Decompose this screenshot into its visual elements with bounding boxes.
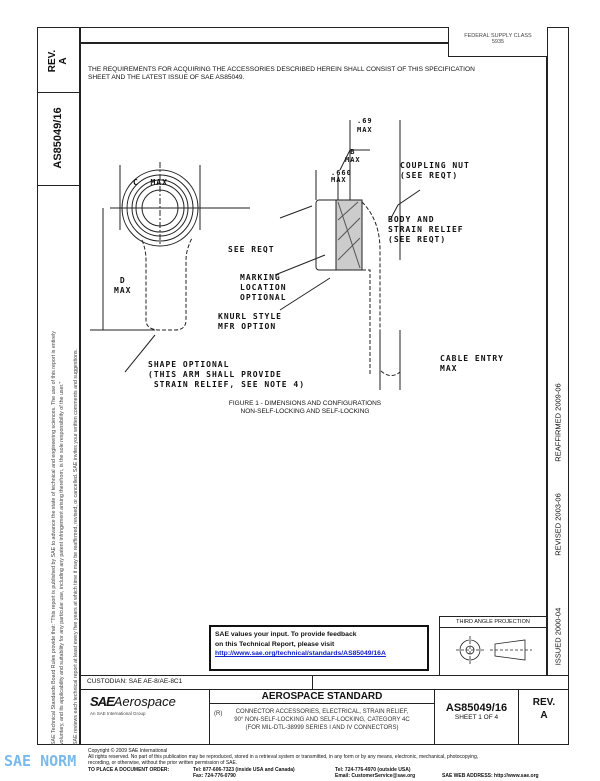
federal-supply-label: FEDERAL SUPPLY CLASS <box>464 33 532 39</box>
federal-supply-value: 5935 <box>491 39 505 45</box>
label-coupling-nut: COUPLING NUT (SEE REQT) <box>400 161 470 180</box>
feedback-line-1: SAE values your input. To provide feedba… <box>215 631 357 638</box>
copyright: Copyright © 2009 SAE International <box>88 748 168 754</box>
dim-660-value: .660 <box>331 169 352 177</box>
label-knurl-style: KNURL STYLE MFR OPTION <box>218 312 282 331</box>
side-number-box <box>37 93 80 186</box>
intro-text: THE REQUIREMENTS FOR ACQUIRING THE ACCES… <box>88 66 475 81</box>
dim-b-max: MAX <box>345 156 361 164</box>
dim-660: .660 MAX <box>331 170 352 184</box>
order-label: TO PLACE A DOCUMENT ORDER: <box>88 766 170 773</box>
revision-mark: (R) <box>214 711 223 717</box>
doc-number: AS85049/16 <box>445 702 508 714</box>
title-line-1: CONNECTOR ACCESSORIES, ELECTRICAL, STRAI… <box>235 709 409 715</box>
label-d-value: D <box>119 276 126 285</box>
title-line-2: 90° NON-SELF-LOCKING AND SELF-LOCKING, C… <box>234 717 410 723</box>
title-line-3: (FOR MIL-DTL-38999 SERIES I AND IV CONNE… <box>245 725 399 731</box>
dim-b-value: B <box>350 148 356 156</box>
tel-inside-usa: Tel: 877-606-7323 (inside USA and Canada… <box>193 766 295 773</box>
feedback-line-2: on this Technical Report, please visit <box>215 640 335 648</box>
logo-aerospace: Aerospace <box>113 694 176 709</box>
side-rev-box <box>37 27 80 93</box>
inner-left-border <box>79 27 81 745</box>
side-rev-label: REV. <box>47 49 58 73</box>
standard-type: AEROSPACE STANDARD <box>210 690 434 704</box>
title-center: AEROSPACE STANDARD (R) CONNECTOR ACCESSO… <box>209 690 435 745</box>
dim-69-value: .69 <box>357 117 373 125</box>
label-d-max: MAX <box>114 286 132 295</box>
top-rule <box>79 42 546 44</box>
dim-660-max: MAX <box>331 176 347 184</box>
dim-69-max: MAX <box>357 126 373 134</box>
sae-norm-watermark: SAE NORM <box>4 752 77 770</box>
feedback-box: SAE values your input. To provide feedba… <box>209 625 429 671</box>
dim-b: B MAX <box>345 148 361 164</box>
logo: SAEAerospace An SAE International Group <box>90 693 205 716</box>
left-disclaimer: SAE Technical Standards Board Rules prov… <box>50 215 80 745</box>
figure-caption-line-1: FIGURE 1 - DIMENSIONS AND CONFIGURATIONS <box>228 400 382 407</box>
connector-drawing <box>90 120 421 390</box>
third-angle-box: THIRD ANGLE PROJECTION <box>439 616 547 675</box>
disclaimer-line-1: SAE Technical Standards Board Rules prov… <box>51 331 57 745</box>
drawing-frame <box>37 27 569 745</box>
third-angle-projection-icon <box>456 636 532 664</box>
rights-notice: All rights reserved. No part of this pub… <box>88 754 479 761</box>
label-see-reqt: SEE REQT <box>228 245 275 254</box>
side-rev: REV. A <box>47 31 69 91</box>
third-angle-label: THIRD ANGLE PROJECTION <box>440 617 546 628</box>
figure-caption: FIGURE 1 - DIMENSIONS AND CONFIGURATIONS… <box>180 400 430 416</box>
document-title: (R) CONNECTOR ACCESSORIES, ELECTRICAL, S… <box>210 704 434 732</box>
federal-supply-box: FEDERAL SUPPLY CLASS 5935 <box>448 27 547 57</box>
disclaimer-line-2: voluntary, and its applicability and sui… <box>59 381 65 745</box>
revised-date: REVISED 2003-06 <box>553 493 563 556</box>
custodian: CUSTODIAN: SAE AE-8/AE-8C1 <box>87 678 183 685</box>
custodian-divider <box>312 676 314 689</box>
doc-number-cell: AS85049/16 SHEET 1 OF 4 <box>435 690 519 745</box>
side-rev-value: A <box>58 57 69 65</box>
label-cable-entry: CABLE ENTRY MAX <box>440 354 504 373</box>
side-doc-number: AS85049/16 <box>52 107 64 169</box>
logo-sae: SAE <box>90 694 115 709</box>
label-d: D MAX <box>114 276 131 296</box>
label-body-strain-relief: BODY AND STRAIN RELIEF (SEE REQT) <box>388 215 464 244</box>
rev-label: REV. <box>532 697 556 708</box>
rights-notice-2: recording, or otherwise, without the pri… <box>88 760 238 767</box>
rev-value: A <box>540 710 548 721</box>
dim-69: .69 MAX <box>357 117 373 135</box>
tel-outside-usa: Tel: 724-776-4970 (outside USA) <box>335 766 411 773</box>
right-strip-border <box>546 27 548 675</box>
label-shape-optional: SHAPE OPTIONAL (THIS ARM SHALL PROVIDE S… <box>148 360 306 389</box>
logo-subtitle: An SAE International Group <box>90 711 146 716</box>
figure-caption-line-2: NON-SELF-LOCKING AND SELF-LOCKING <box>240 408 370 415</box>
sheet-number: SHEET 1 OF 4 <box>454 714 499 721</box>
reaffirmed-date: REAFFIRMED 2009-06 <box>553 383 563 462</box>
label-marking-location: MARKING LOCATION OPTIONAL <box>240 273 287 302</box>
issued-date: ISSUED 2000-04 <box>553 607 563 666</box>
custodian-row: CUSTODIAN: SAE AE-8/AE-8C1 <box>79 675 569 690</box>
side-view <box>195 120 421 390</box>
feedback-link[interactable]: http://www.sae.org/technical/standards/A… <box>215 650 386 657</box>
rev-cell: REV. A <box>519 696 569 722</box>
disclaimer-line-3: SAE reviews each technical report at lea… <box>73 348 79 745</box>
label-c-max: C MAX <box>133 178 168 187</box>
front-view <box>90 162 250 373</box>
